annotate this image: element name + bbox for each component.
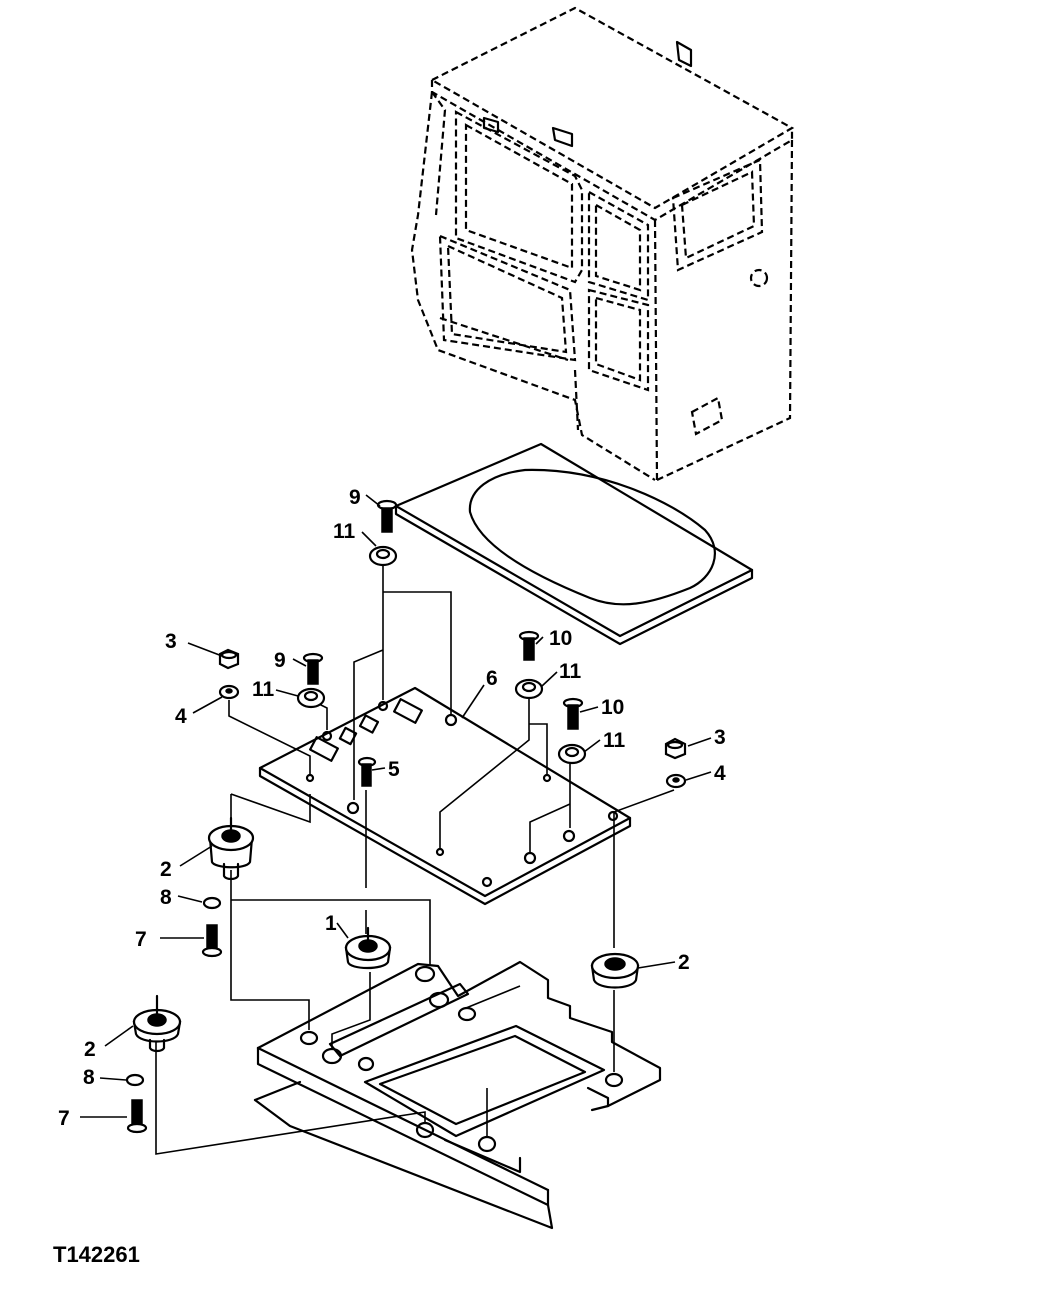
lockwasher-4-right <box>665 773 687 789</box>
callout-10-b: 10 <box>601 696 624 719</box>
callout-labels: 9 11 3 9 11 4 10 11 6 10 11 3 4 5 2 8 7 … <box>58 486 726 1130</box>
callout-11-second: 11 <box>252 678 275 701</box>
cab-phantom <box>410 6 795 481</box>
callout-11-third: 11 <box>559 660 582 683</box>
callout-4-right: 4 <box>714 762 726 785</box>
bolt-7-upper <box>201 924 223 958</box>
callout-11-top: 11 <box>333 520 356 543</box>
callout-10-a: 10 <box>549 627 572 650</box>
callout-2-right: 2 <box>678 951 690 974</box>
callout-7-lower: 7 <box>58 1107 70 1130</box>
callout-leaders <box>80 494 712 1118</box>
nut-3-left <box>218 648 240 670</box>
bolt-5 <box>357 756 377 787</box>
nut-3-right <box>664 737 687 760</box>
washer-11-third <box>514 678 544 700</box>
bolt-10-a <box>518 630 540 661</box>
washer-11-fourth <box>557 743 587 765</box>
bolt-9-top <box>376 499 398 533</box>
figure-id: T142261 <box>53 1242 140 1267</box>
mount-2-lower-left <box>132 994 182 1053</box>
callout-8-upper: 8 <box>160 886 172 909</box>
callout-9-top: 9 <box>349 486 361 509</box>
mount-2-upper-left <box>207 816 255 881</box>
washer-8-upper <box>202 896 222 910</box>
mount-1-center <box>344 926 392 970</box>
callout-3-left: 3 <box>165 630 177 653</box>
callout-9-second: 9 <box>274 649 286 672</box>
bolt-9-second <box>302 652 324 685</box>
floor-plate <box>258 686 632 906</box>
washer-8-lower <box>125 1073 145 1087</box>
callout-5: 5 <box>388 758 400 781</box>
callout-2-lower-left: 2 <box>84 1038 96 1061</box>
bolt-10-b <box>562 697 584 730</box>
callout-4-left: 4 <box>175 705 187 728</box>
washer-11-top <box>368 545 398 567</box>
callout-7-upper: 7 <box>135 928 147 951</box>
callout-3-right: 3 <box>714 726 726 749</box>
mount-2-right <box>590 952 640 989</box>
callout-2-upper-left: 2 <box>160 858 172 881</box>
callout-6: 6 <box>486 667 498 690</box>
washer-11-second <box>296 687 326 709</box>
floor-mat <box>394 442 754 646</box>
lockwasher-4-left <box>218 684 240 700</box>
callout-11-fourth: 11 <box>603 729 626 752</box>
callout-8-lower: 8 <box>83 1066 95 1089</box>
base-frame <box>253 960 662 1230</box>
callout-1: 1 <box>325 912 337 935</box>
bolt-7-lower <box>126 1099 148 1134</box>
assembly-lines <box>155 566 675 1155</box>
